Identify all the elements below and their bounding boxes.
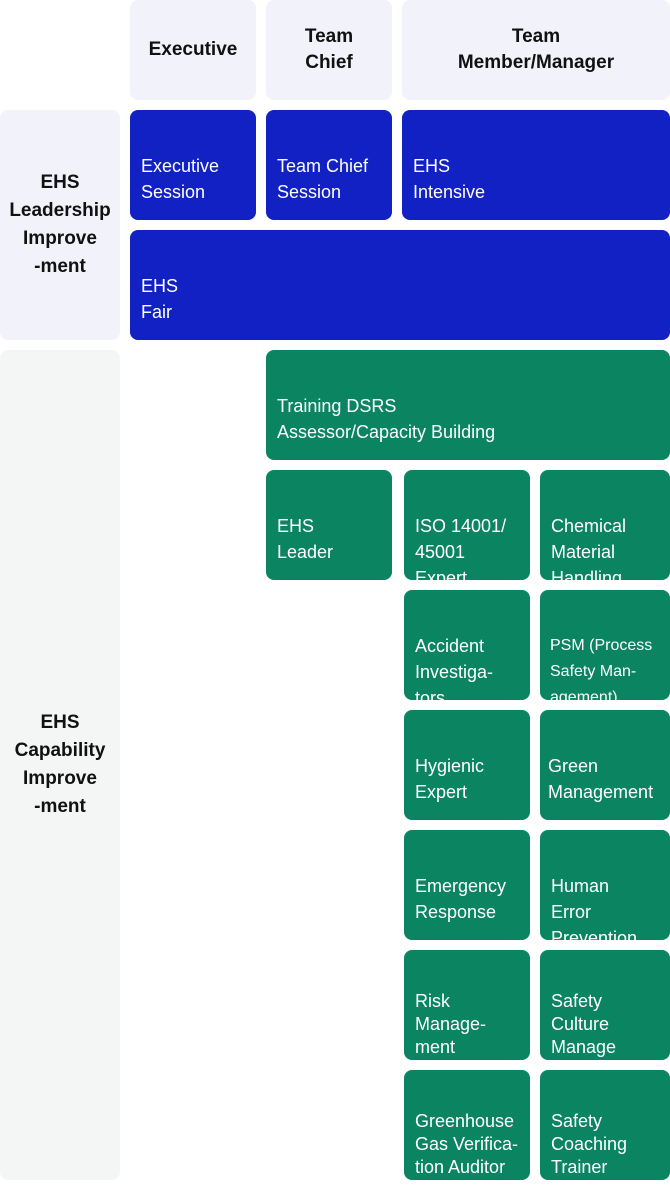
column-header-team-chief: Team Chief	[266, 0, 392, 100]
row-label-capability: EHS Capability Improve -ment	[0, 350, 120, 1180]
program-executive-session: Executive Session	[130, 110, 256, 220]
program-hygienic-expert-label: Hygienic Expert	[415, 756, 485, 802]
program-iso-expert: ISO 14001/ 45001 Expert	[404, 470, 530, 588]
program-ehs-fair-label: EHS Fair	[141, 276, 179, 322]
column-header-executive-label: Executive	[148, 39, 238, 60]
program-team-chief-session: Team Chief Session	[266, 110, 392, 220]
row-label-leadership-text: EHS Leadership Improve -ment	[9, 172, 111, 277]
row-label-leadership: EHS Leadership Improve -ment	[0, 110, 120, 340]
column-header-team-member-label: Team Member/Manager	[457, 26, 615, 73]
program-human-error-prevention: Human Error Prevention	[540, 830, 670, 948]
program-emergency-response: Emergency Response	[404, 830, 530, 940]
program-risk-management: Risk Manage- ment	[404, 950, 530, 1060]
program-green-management-label: Green Management	[548, 756, 654, 802]
program-chemical-material-handling: Chemical Material Handling	[540, 470, 670, 588]
program-psm-label: PSM (Process Safety Man- agement)	[550, 637, 653, 706]
program-ehs-leader-label: EHS Leader	[277, 516, 334, 562]
program-accident-investigators: Accident Investiga- tors	[404, 590, 530, 708]
column-header-team-chief-label: Team Chief	[304, 26, 354, 73]
program-ehs-leader: EHS Leader	[266, 470, 392, 580]
program-training-dsrs-label: Training DSRS Assessor/Capacity Building	[277, 396, 496, 442]
program-human-error-prevention-label: Human Error Prevention	[551, 876, 638, 948]
program-safety-culture-label: Safety Culture Manage	[551, 991, 617, 1057]
program-team-chief-session-label: Team Chief Session	[277, 156, 369, 202]
program-executive-session-label: Executive Session	[141, 156, 220, 202]
program-green-management: Green Management	[540, 710, 670, 820]
program-risk-management-label: Risk Manage- ment	[415, 991, 487, 1057]
program-ghg-auditor: Greenhouse Gas Verifica- tion Auditor	[404, 1070, 530, 1180]
program-psm: PSM (Process Safety Man- agement)	[540, 590, 670, 706]
program-ehs-intensive-label: EHS Intensive	[413, 156, 486, 202]
program-ghg-auditor-label: Greenhouse Gas Verifica- tion Auditor	[415, 1111, 519, 1177]
program-emergency-response-label: Emergency Response	[415, 876, 507, 922]
program-safety-coaching-trainer: Safety Coaching Trainer	[540, 1070, 670, 1180]
column-header-executive: Executive	[130, 0, 256, 100]
program-training-dsrs: Training DSRS Assessor/Capacity Building	[266, 350, 670, 460]
program-safety-culture: Safety Culture Manage	[540, 950, 670, 1060]
program-safety-coaching-trainer-label: Safety Coaching Trainer	[551, 1111, 628, 1177]
program-accident-investigators-label: Accident Investiga- tors	[415, 636, 494, 708]
program-hygienic-expert: Hygienic Expert	[404, 710, 530, 820]
row-label-capability-text: EHS Capability Improve -ment	[14, 712, 106, 817]
program-chemical-material-handling-label: Chemical Material Handling	[551, 516, 627, 588]
column-header-team-member: Team Member/Manager	[402, 0, 670, 100]
program-ehs-intensive: EHS Intensive	[402, 110, 670, 220]
program-iso-expert-label: ISO 14001/ 45001 Expert	[415, 516, 507, 588]
program-ehs-fair: EHS Fair	[130, 230, 670, 340]
